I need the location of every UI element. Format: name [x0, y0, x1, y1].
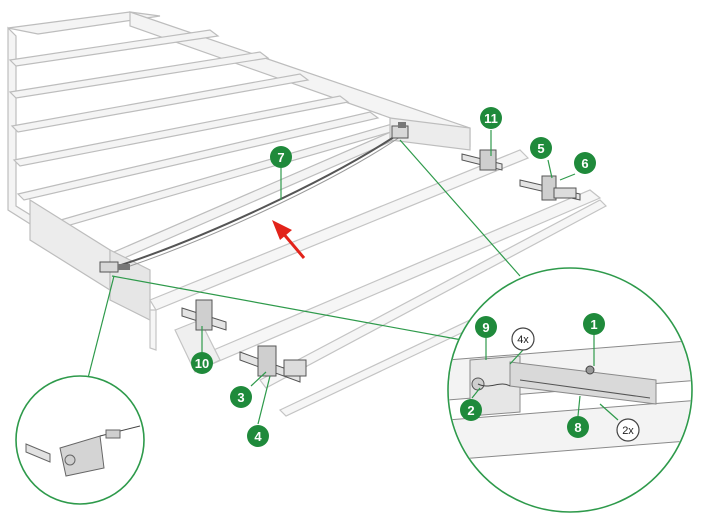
callout-2: 2	[460, 399, 482, 421]
svg-text:3: 3	[237, 390, 244, 405]
callout-9: 9	[475, 316, 497, 338]
svg-text:6: 6	[581, 156, 588, 171]
callout-10: 10	[191, 352, 213, 374]
quantity-badge-4x: 4x	[511, 327, 535, 351]
part-3-4-bracket	[239, 345, 307, 383]
callout-1: 1	[583, 313, 605, 335]
callout-6: 6	[574, 152, 596, 174]
frame-bracket-left	[99, 261, 130, 273]
svg-text:2x: 2x	[622, 425, 634, 437]
svg-text:7: 7	[277, 150, 284, 165]
callout-leaders	[201, 130, 619, 425]
callout-11: 11	[480, 107, 502, 129]
callout-4: 4	[247, 425, 269, 447]
svg-text:4: 4	[254, 429, 262, 444]
zoom-detail-right	[447, 267, 693, 513]
svg-text:2: 2	[467, 403, 474, 418]
callout-8: 8	[567, 416, 589, 438]
quantity-badge-2x: 2x	[616, 418, 640, 442]
svg-text:9: 9	[482, 320, 489, 335]
zoom-leader-lines	[87, 139, 521, 379]
cable	[111, 132, 401, 269]
part-5-6-bracket	[519, 175, 581, 201]
svg-text:5: 5	[537, 141, 544, 156]
svg-text:11: 11	[484, 111, 498, 126]
svg-text:8: 8	[574, 420, 581, 435]
part-10-bracket	[181, 299, 227, 331]
callout-3: 3	[230, 386, 252, 408]
svg-text:1: 1	[590, 317, 597, 332]
callout-7: 7	[270, 146, 292, 168]
svg-text:10: 10	[195, 356, 209, 371]
red-direction-arrow	[272, 220, 306, 259]
frame-bracket-right	[391, 122, 409, 139]
zoom-detail-left	[15, 375, 145, 505]
callout-5: 5	[530, 137, 552, 159]
svg-text:4x: 4x	[517, 334, 529, 346]
part-11-bracket	[461, 149, 503, 171]
